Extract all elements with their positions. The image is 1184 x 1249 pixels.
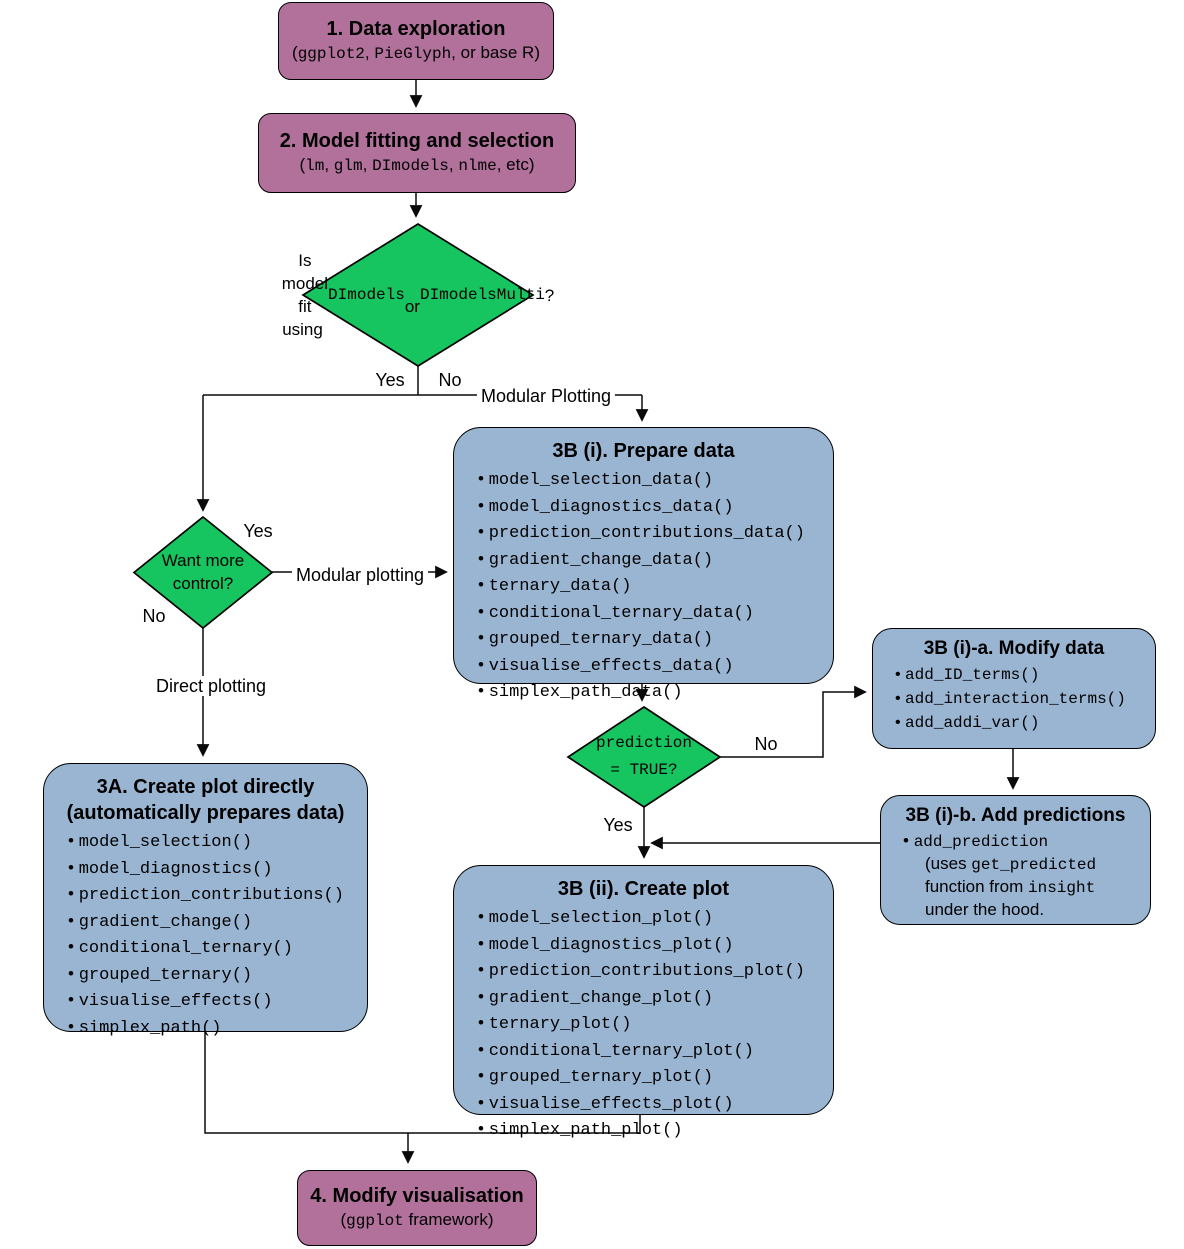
edge-label-modular-plotting-top: Modular Plotting: [476, 386, 616, 406]
list-item: prediction_contributions(): [68, 882, 353, 909]
code-text: glm: [333, 157, 363, 175]
plain-text: , or base R): [451, 43, 540, 62]
list-item: simplex_path_data(): [478, 679, 819, 706]
edge-label-modular-plotting-mid: Modular plotting: [291, 565, 429, 585]
plain-text: (uses: [925, 854, 967, 873]
plain-text: ,: [448, 155, 459, 174]
node-title: 1. Data exploration: [326, 18, 506, 40]
node-3bib-add-predictions: 3B (i)-b. Add predictions add_prediction…: [880, 795, 1151, 925]
list-item: conditional_ternary_plot(): [478, 1038, 819, 1065]
code-text: nlme: [458, 157, 497, 175]
plain-text: (: [340, 1210, 347, 1229]
list-item: model_diagnostics_data(): [478, 494, 819, 521]
node-title: 3B (i)-a. Modify data: [923, 638, 1105, 659]
list-item: ternary_data(): [478, 573, 819, 600]
code-text: PieGlyph: [374, 45, 452, 63]
node-subtitle: (ggplot2, PieGlyph, or base R): [292, 42, 540, 65]
list-item: grouped_ternary_data(): [478, 626, 819, 653]
node-3bia-modify-data: 3B (i)-a. Modify data add_ID_terms()add_…: [872, 628, 1156, 749]
code-text: get_predicted: [971, 856, 1097, 874]
list-item: add_ID_terms(): [895, 663, 1143, 687]
plain-text: Is model fit using: [281, 251, 329, 339]
edge-label-no-1: No: [434, 370, 466, 390]
code-text: add_prediction: [913, 833, 1049, 851]
edge-decision3-no-to-3bia: [720, 685, 867, 758]
plain-text: (: [299, 155, 306, 174]
plain-text: ,: [324, 155, 334, 174]
list-item: model_selection_data(): [478, 467, 819, 494]
list-item: gradient_change_plot(): [478, 985, 819, 1012]
edge-label-no-2: No: [138, 606, 170, 626]
function-list: model_selection_data()model_diagnostics_…: [468, 467, 819, 706]
list-item: prediction_contributions_plot(): [478, 958, 819, 985]
function-list: add_prediction (uses get_predicted funct…: [893, 830, 1138, 921]
code-text: ggplot: [346, 1212, 404, 1230]
list-item: model_selection(): [68, 829, 353, 856]
list-item: ternary_plot(): [478, 1011, 819, 1038]
node-3bi-prepare-data: 3B (i). Prepare data model_selection_dat…: [453, 427, 834, 702]
list-item: grouped_ternary_plot(): [478, 1064, 819, 1091]
decision-diamond-prediction: [566, 705, 722, 809]
decision-text-prediction: prediction = TRUE?: [595, 734, 692, 779]
list-item: model_diagnostics(): [68, 856, 353, 883]
function-list: add_ID_terms()add_interaction_terms()add…: [885, 663, 1143, 735]
list-item: conditional_ternary(): [68, 935, 353, 962]
edge-label-yes-1: Yes: [371, 370, 409, 390]
edge-label-direct-plotting: Direct plotting: [151, 676, 271, 696]
node-title: 3B (ii). Create plot: [557, 878, 730, 900]
list-item: prediction_contributions_data(): [478, 520, 819, 547]
list-item: grouped_ternary(): [68, 962, 353, 989]
code-text: DImodelsMulti: [419, 285, 545, 304]
list-item: add_addi_var(): [895, 711, 1143, 735]
node-step2-model-fitting: 2. Model fitting and selection (lm, glm,…: [258, 113, 576, 193]
code-text: DImodels: [372, 157, 449, 175]
list-item: visualise_effects(): [68, 988, 353, 1015]
code-text: DImodels: [328, 285, 405, 304]
node-title: 3B (i). Prepare data: [552, 440, 735, 462]
node-title: 4. Modify visualisation: [310, 1185, 524, 1207]
edge-label-yes-2: Yes: [239, 521, 277, 541]
plain-text: function from: [925, 877, 1024, 896]
decision-text-model-fit: Is model fit using DImodels or DImodelsM…: [282, 243, 555, 347]
list-item: gradient_change(): [68, 909, 353, 936]
decision-diamond-want-control: [132, 515, 274, 630]
plain-text: ,: [362, 155, 373, 174]
decision-diamond-model-fit: [301, 223, 535, 367]
function-list: model_selection_plot()model_diagnostics_…: [468, 905, 819, 1144]
plain-text: , etc): [496, 155, 535, 174]
list-item: gradient_change_data(): [478, 547, 819, 574]
list-item: simplex_path_plot(): [478, 1117, 819, 1144]
list-item: visualise_effects_plot(): [478, 1091, 819, 1118]
list-item: simplex_path(): [68, 1015, 353, 1042]
list-item: model_diagnostics_plot(): [478, 932, 819, 959]
node-3bii-create-plot: 3B (ii). Create plot model_selection_plo…: [453, 865, 834, 1140]
node-title: 3B (i)-b. Add predictions: [905, 805, 1126, 826]
code-text: insight: [1028, 879, 1096, 897]
plain-text: framework): [403, 1210, 494, 1229]
plain-text: ,: [364, 43, 375, 62]
list-item: visualise_effects_data(): [478, 653, 819, 680]
plain-text: (: [292, 43, 298, 62]
decision-text-want-control: Want more control?: [161, 551, 245, 593]
function-list: model_selection()model_diagnostics()pred…: [58, 829, 353, 1041]
list-item: add_interaction_terms(): [895, 687, 1143, 711]
plain-text: under the hood.: [925, 900, 1045, 919]
edge-label-yes-3: Yes: [599, 815, 637, 835]
code-text: ggplot2: [297, 45, 365, 63]
node-step4-modify-visualisation: 4. Modify visualisation (ggplot framewor…: [297, 1170, 537, 1246]
edge-label-no-3: No: [750, 734, 782, 754]
node-title: 2. Model fitting and selection: [279, 130, 555, 152]
list-item: add_prediction (uses get_predicted funct…: [903, 830, 1138, 921]
list-item: model_selection_plot(): [478, 905, 819, 932]
node-subtitle: (lm, glm, DImodels, nlme, etc): [299, 154, 534, 177]
node-3a-create-plot-directly: 3A. Create plot directly (automatically …: [43, 763, 368, 1038]
node-title: 3A. Create plot directly (automatically …: [66, 776, 345, 824]
node-step1-data-exploration: 1. Data exploration (ggplot2, PieGlyph, …: [278, 2, 554, 80]
node-subtitle: (ggplot framework): [340, 1209, 493, 1232]
plain-text: ?: [544, 285, 555, 305]
code-text: lm: [305, 157, 325, 175]
plain-text: or: [404, 297, 420, 316]
list-item: conditional_ternary_data(): [478, 600, 819, 627]
